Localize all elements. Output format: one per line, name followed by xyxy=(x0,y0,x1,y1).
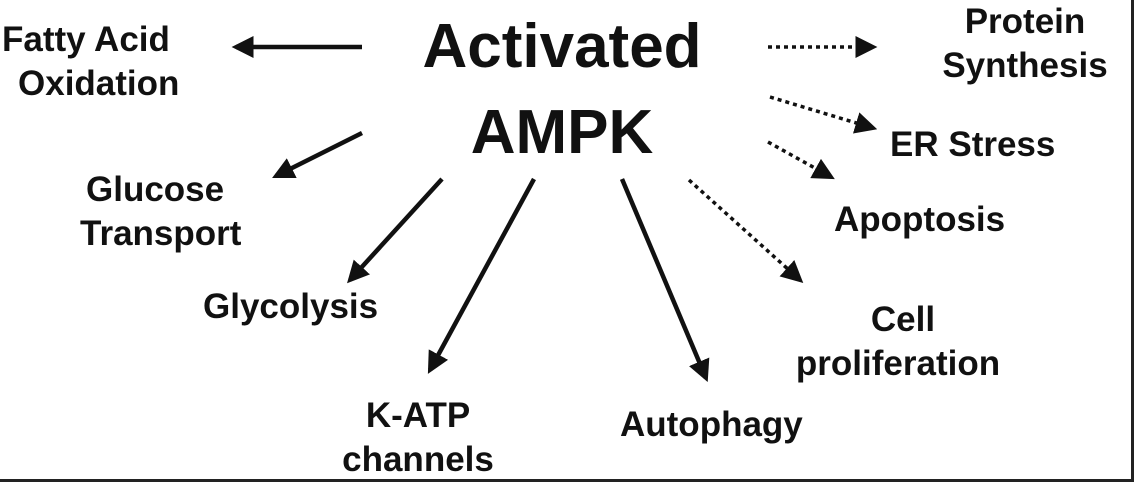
arrow-to-er-stress xyxy=(769,95,878,134)
hub-label-line1: Activated xyxy=(392,12,732,82)
node-line: K-ATP xyxy=(365,396,471,435)
node-line: Fatty Acid xyxy=(2,20,170,59)
node-line: Oxidation xyxy=(18,64,180,103)
node-autophagy: Autophagy xyxy=(620,403,803,447)
node-apoptosis: Apoptosis xyxy=(834,198,1005,242)
arrow-to-cell-proliferation xyxy=(687,178,804,283)
node-glucose-transport: Glucose Transport xyxy=(80,168,241,256)
node-line: Glucose xyxy=(86,170,225,209)
node-line: Cell xyxy=(870,300,936,339)
node-fatty-acid-oxidation: Fatty Acid Oxidation xyxy=(2,18,179,106)
node-line: Transport xyxy=(80,214,242,253)
node-glycolysis: Glycolysis xyxy=(203,285,378,329)
node-line: Apoptosis xyxy=(834,200,1006,239)
node-line: Synthesis xyxy=(942,46,1108,85)
node-line: Autophagy xyxy=(620,405,803,444)
frame-border-right xyxy=(1131,0,1134,482)
node-line: Protein xyxy=(964,2,1086,41)
arrow-to-apoptosis xyxy=(767,140,835,180)
node-line: ER Stress xyxy=(890,125,1056,164)
node-cell-proliferation: Cell proliferation xyxy=(770,298,1026,386)
node-k-atp-channels: K-ATP channels xyxy=(328,394,508,482)
hub-line-ampk: AMPK xyxy=(470,98,654,167)
arrow-to-autophagy xyxy=(619,178,710,383)
node-line: Glycolysis xyxy=(203,287,379,326)
hub-line-activated: Activated xyxy=(422,12,702,81)
node-protein-synthesis: Protein Synthesis xyxy=(925,0,1125,88)
node-line: channels xyxy=(342,440,494,479)
node-er-stress: ER Stress xyxy=(890,123,1055,167)
arrow-to-glucose-transport xyxy=(272,130,364,179)
frame-border-bottom xyxy=(0,479,1134,482)
node-line: proliferation xyxy=(795,344,1001,383)
arrow-to-k-atp-channels xyxy=(427,177,536,374)
arrow-to-glycolysis xyxy=(347,177,444,284)
hub-label-line2: AMPK xyxy=(392,98,732,168)
